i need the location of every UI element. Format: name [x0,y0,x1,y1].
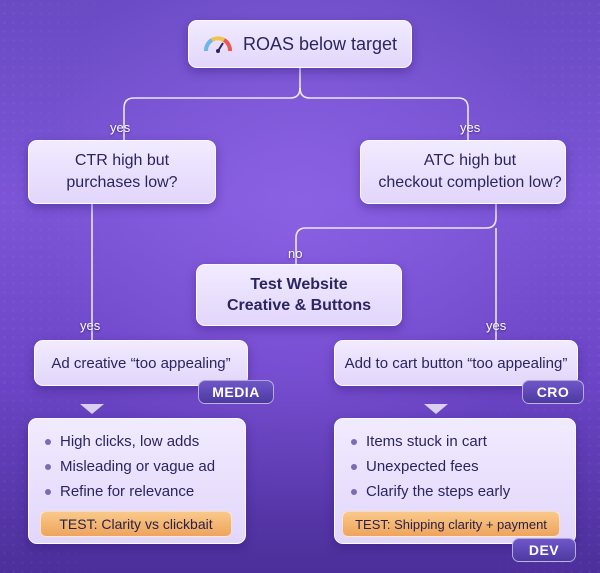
edge-no [295,204,497,264]
arrow-left [80,404,104,414]
bullet-icon [351,438,357,445]
bullet-icon [45,488,51,495]
right-test-banner: TEST: Shipping clarity + payment [342,511,560,537]
edge-label-yes-right: yes [460,120,481,135]
root-label: ROAS below target [242,33,398,54]
list-item: Unexpected fees [351,454,479,479]
list-item: High clicks, low adds [45,429,199,454]
list-item: Items stuck in cart [351,429,487,454]
edge-label-no: no [288,246,303,261]
bullet-icon [45,463,51,470]
left-question-line2: purchases low? [66,174,178,191]
list-item: Clarify the steps early [351,479,510,504]
list-item-text: Refine for relevance [60,483,195,500]
left-finding-node: Ad creative “too appealing” [34,340,248,386]
right-finding-label: Add to cart button “too appealing” [344,354,568,372]
root-node: ROAS below target [188,20,412,68]
right-question-line1: ATC high but [423,152,517,169]
list-item-text: Misleading or vague ad [60,458,216,475]
test-website-line1: Test Website [250,276,348,293]
gauge-icon [203,34,233,54]
right-question-line2: checkout completion low? [378,174,562,191]
edge-label-yes-left-lower: yes [80,318,101,333]
list-item-text: High clicks, low adds [60,433,200,450]
media-tag: MEDIA [198,380,274,404]
left-question-line1: CTR high but [74,152,170,169]
left-question-node: CTR high but purchases low? [28,140,216,204]
right-finding-node: Add to cart button “too appealing” [334,340,578,386]
list-item-text: Unexpected fees [366,458,479,475]
list-item: Refine for relevance [45,479,194,504]
cro-tag: CRO [522,380,584,404]
left-finding-label: Ad creative “too appealing” [51,354,231,372]
bullet-icon [351,488,357,495]
bullet-icon [45,438,51,445]
edge-label-yes-right-lower: yes [486,318,507,333]
arrow-right [424,404,448,414]
test-website-line2: Creative & Buttons [226,297,372,314]
left-test-banner: TEST: Clarity vs clickbait [40,511,232,537]
list-item-text: Clarify the steps early [366,483,511,500]
list-item: Misleading or vague ad [45,454,215,479]
edge-root-right [299,87,469,140]
bullet-icon [351,463,357,470]
right-question-node: ATC high but checkout completion low? [360,140,566,204]
list-item-text: Items stuck in cart [366,433,487,450]
edge-root-left [123,68,301,140]
dev-tag: DEV [512,538,576,562]
edge-label-yes-left: yes [110,120,131,135]
test-website-node: Test Website Creative & Buttons [196,264,402,326]
